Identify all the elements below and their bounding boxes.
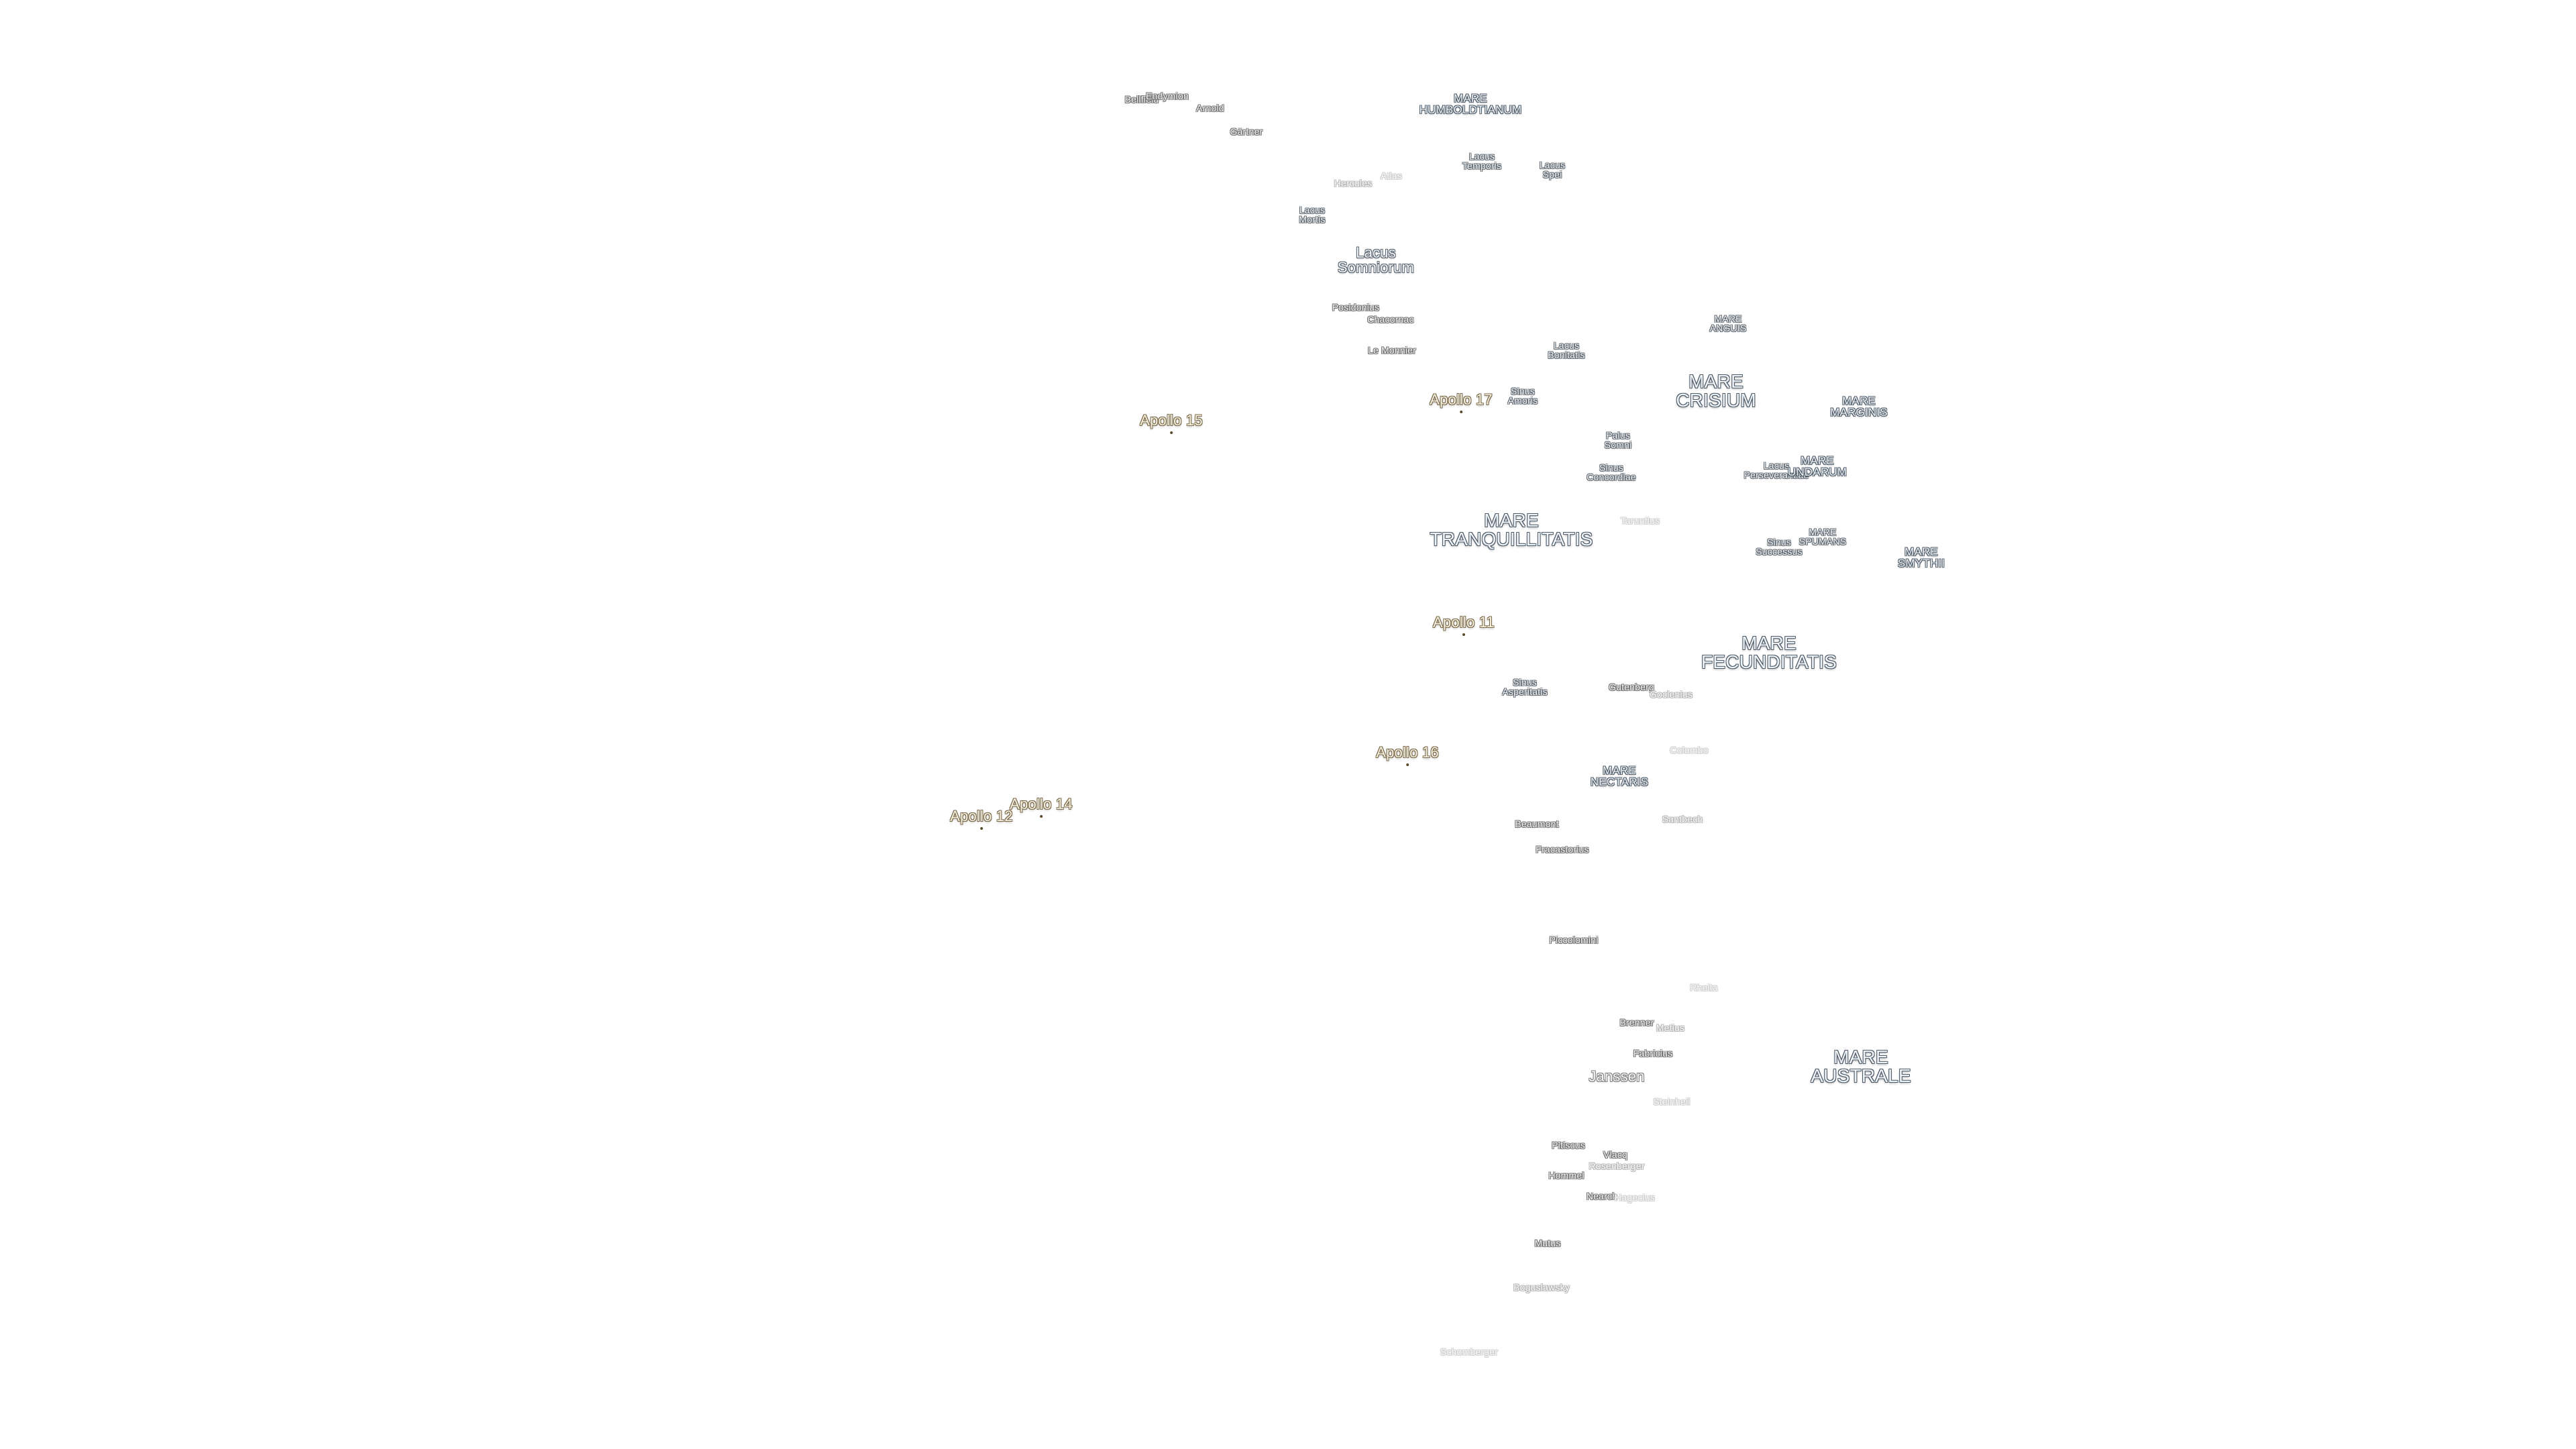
label-taruntius: Taruntius — [1620, 515, 1660, 526]
landing-site-pin-icon — [1405, 763, 1409, 766]
label-mare-tranquillitatis: MARE TRANQUILLITATIS — [1430, 510, 1593, 549]
label-steinheil: Steinheil — [1653, 1096, 1690, 1107]
label-hercules: Hercules — [1334, 178, 1373, 189]
label-lacus-mortis: Lacus Mortis — [1299, 205, 1326, 225]
label-santbech: Santbech — [1662, 814, 1703, 824]
label-rosenberger: Rosenberger — [1589, 1161, 1645, 1171]
label-gartner: Gärtner — [1230, 126, 1263, 137]
label-mare-anguis: MARE ANGUIS — [1709, 313, 1747, 333]
label-goclenius: Goclenius — [1649, 689, 1693, 700]
label-janssen: Janssen — [1589, 1068, 1645, 1085]
label-palus-somni: Palus Somni — [1604, 430, 1632, 450]
label-sinus-concordiae: Sinus Concordiae — [1587, 462, 1636, 482]
label-mare-marginis: MARE MARGINIS — [1830, 394, 1888, 419]
label-lacus-temporis: Lacus Temporis — [1462, 151, 1502, 171]
label-hagecius: Hagecius — [1615, 1192, 1655, 1203]
label-mare-humboldtianum: MARE HUMBOLDTIANUM — [1419, 92, 1522, 116]
label-lacus-perseverantiae: Lacus Perseverantiae — [1743, 460, 1809, 480]
label-mare-spumans: MARE SPUMANS — [1799, 527, 1847, 547]
label-mare-nectaris: MARE NECTARIS — [1590, 764, 1649, 788]
label-brenner: Brenner — [1619, 1017, 1654, 1028]
label-vlacq: Vlacq — [1603, 1149, 1628, 1160]
label-schomberger: Schomberger — [1440, 1346, 1499, 1357]
label-chacornac: Chacornac — [1367, 314, 1414, 325]
label-pitiscus: Pitiscus — [1552, 1140, 1585, 1150]
label-metius: Metius — [1656, 1022, 1685, 1033]
label-boguslawsky: Boguslawsky — [1513, 1282, 1570, 1293]
label-sinus-amoris: Sinus Amoris — [1507, 386, 1538, 406]
label-endymion: Endymion — [1146, 91, 1189, 101]
label-fabricius: Fabricius — [1633, 1048, 1673, 1059]
marker-apollo-14: Apollo 14 — [1010, 797, 1073, 818]
label-beaumont: Beaumont — [1515, 818, 1559, 829]
label-arnold: Arnold — [1196, 103, 1224, 113]
label-mare-australe: MARE AUSTRALE — [1811, 1046, 1911, 1086]
label-fracastorius: Fracastorius — [1536, 844, 1589, 855]
marker-apollo-11: Apollo 11 — [1433, 615, 1495, 636]
label-colombo: Colombo — [1670, 745, 1709, 755]
marker-apollo-12: Apollo 12 — [950, 809, 1013, 830]
label-sinus-asperitatis: Sinus Asperitatis — [1502, 677, 1548, 697]
marker-apollo-16: Apollo 16 — [1376, 745, 1439, 766]
label-lacus-somniorum: Lacus Somniorum — [1337, 244, 1415, 276]
label-piccolomini: Piccolomini — [1549, 934, 1599, 945]
landing-site-pin-icon — [1462, 633, 1465, 636]
label-mare-crisium: MARE CRISIUM — [1676, 371, 1756, 411]
landing-site-pin-icon — [1169, 431, 1173, 434]
landing-site-pin-icon — [1459, 411, 1462, 413]
label-hommel: Hommel — [1548, 1170, 1585, 1181]
label-nearch: Nearch — [1586, 1191, 1618, 1201]
landing-site-pin-icon — [1039, 815, 1042, 818]
label-lacus-bonitatis: Lacus Bonitatis — [1548, 340, 1585, 360]
label-le-monnier: Le Monnier — [1367, 345, 1417, 356]
label-gutenberg: Gutenberg — [1609, 682, 1654, 692]
label-lacus-spei: Lacus Spei — [1539, 160, 1566, 180]
label-mare-fecunditatis: MARE FECUNDITATIS — [1701, 633, 1837, 672]
label-bellfield: Bellfield — [1124, 94, 1159, 105]
label-rheita: Rheita — [1690, 982, 1718, 993]
label-sinus-successus: Sinus Successus — [1756, 537, 1803, 557]
marker-apollo-15: Apollo 15 — [1140, 413, 1203, 434]
marker-apollo-17: Apollo 17 — [1430, 392, 1493, 413]
label-mare-undarum: MARE UNDARUM — [1787, 454, 1847, 478]
label-posidonius: Posidonius — [1332, 302, 1380, 313]
label-atlas: Atlas — [1380, 170, 1403, 181]
label-mutus: Mutus — [1534, 1238, 1561, 1248]
landing-site-pin-icon — [979, 827, 983, 830]
label-mare-smythii: MARE SMYTHII — [1897, 545, 1945, 570]
